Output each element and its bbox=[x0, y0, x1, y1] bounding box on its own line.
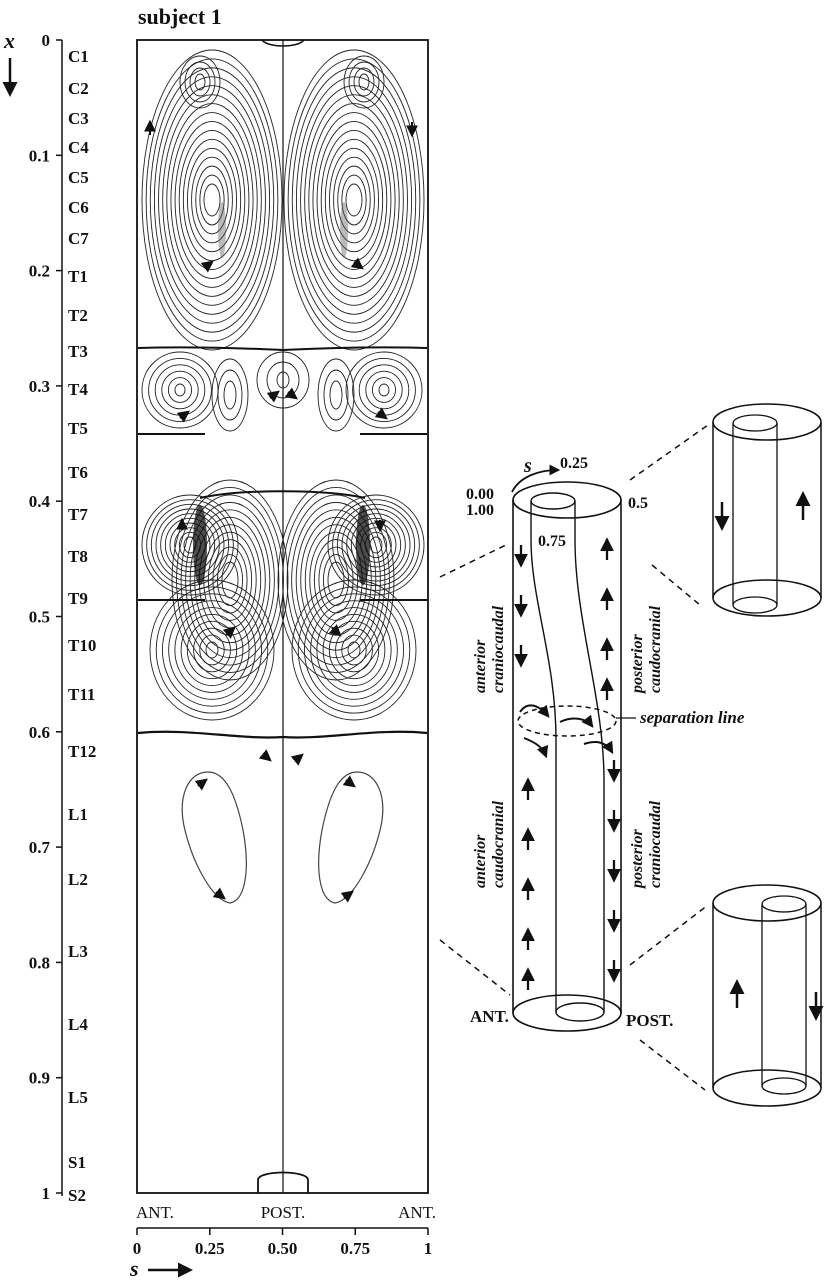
x-tick-label: 0.6 bbox=[29, 723, 50, 742]
vertebra-label: T2 bbox=[68, 306, 88, 325]
s-value-050: 0.5 bbox=[628, 495, 648, 512]
s-tick-label: 0.75 bbox=[340, 1239, 370, 1258]
region-label-ant-left: ANT. bbox=[136, 1203, 174, 1222]
label-posterior-bottom-1: posterior bbox=[629, 829, 646, 890]
x-tick-label: 0.4 bbox=[29, 492, 51, 511]
x-axis-symbol: x bbox=[3, 28, 15, 53]
vertebra-label: C7 bbox=[68, 229, 89, 248]
x-tick-label: 0.8 bbox=[29, 953, 50, 972]
label-posterior-bottom-2: craniocaudal bbox=[647, 800, 664, 888]
s-axis-symbol: s bbox=[129, 1256, 139, 1280]
x-axis: x 0 0.1 0.2 0.3 0.4 0.5 0.6 0.7 0.8 0.9 1 C1C2C3C4… bbox=[2, 28, 96, 1205]
vertebra-label: L3 bbox=[68, 942, 88, 961]
label-post: POST. bbox=[626, 1011, 673, 1030]
vertebra-label: T5 bbox=[68, 419, 88, 438]
boundary-upper bbox=[137, 346, 428, 352]
x-tick-label: 0.3 bbox=[29, 377, 50, 396]
x-tick-label: 0.5 bbox=[29, 608, 50, 627]
label-separation-line: separation line bbox=[639, 708, 745, 727]
label-anterior-bottom-2: caudocranial bbox=[490, 800, 507, 888]
s-value-075: 0.75 bbox=[538, 533, 566, 550]
vertebra-label: T10 bbox=[68, 636, 96, 655]
s-value-100: 1.00 bbox=[466, 502, 494, 519]
vertebra-label: T1 bbox=[68, 267, 88, 286]
s-tick-label: 0.50 bbox=[268, 1239, 298, 1258]
bottom-cap bbox=[257, 1171, 309, 1193]
label-posterior-top-2: caudocranial bbox=[647, 605, 664, 693]
vertebra-label: T7 bbox=[68, 505, 88, 524]
vertebra-label: T6 bbox=[68, 463, 88, 482]
vertebra-label: S1 bbox=[68, 1153, 86, 1172]
inset-cylinder-bottom bbox=[712, 884, 824, 1107]
schematic-s-symbol: s bbox=[523, 455, 532, 477]
vertebra-label: T8 bbox=[68, 547, 88, 566]
vertebra-label: T12 bbox=[68, 742, 96, 761]
s-value-025: 0.25 bbox=[560, 455, 588, 472]
x-tick-label: 0.2 bbox=[29, 262, 50, 281]
s-value-000: 0.00 bbox=[466, 486, 494, 503]
vertebra-label: T11 bbox=[68, 685, 95, 704]
lower-loop-right bbox=[318, 771, 384, 904]
vertebra-label: L2 bbox=[68, 870, 88, 889]
vertebra-label: T9 bbox=[68, 589, 88, 608]
cylinder-schematic: s 0.00 1.00 0.25 0.5 0.75 anterior crani… bbox=[439, 403, 824, 1107]
vertebra-label: C6 bbox=[68, 198, 89, 217]
s-axis: ANT. POST. ANT. 0 0.25 0.50 0.75 1 s bbox=[129, 1203, 436, 1280]
vertebra-label: T4 bbox=[68, 380, 88, 399]
x-tick-label: 0 bbox=[42, 31, 51, 50]
vertebra-label: C2 bbox=[68, 79, 89, 98]
vertebra-label: C3 bbox=[68, 109, 89, 128]
flow-arrows bbox=[144, 119, 418, 903]
vertebra-label: L1 bbox=[68, 805, 88, 824]
label-anterior-bottom-1: anterior bbox=[472, 834, 489, 888]
s-tick-label: 0.25 bbox=[195, 1239, 225, 1258]
label-ant: ANT. bbox=[470, 1007, 509, 1026]
label-anterior-top-1: anterior bbox=[472, 639, 489, 693]
vertebra-label: S2 bbox=[68, 1186, 86, 1205]
separation-boundary bbox=[137, 730, 428, 739]
streamline-contours bbox=[141, 49, 425, 721]
region-label-ant-right: ANT. bbox=[398, 1203, 436, 1222]
boundary-t7 bbox=[199, 490, 366, 499]
vertebra-label: T3 bbox=[68, 342, 88, 361]
region-label-post: POST. bbox=[261, 1203, 306, 1222]
inset-cylinder-top bbox=[712, 403, 822, 617]
x-tick-label: 0.9 bbox=[29, 1069, 50, 1088]
vertebra-label: C4 bbox=[68, 138, 89, 157]
vertebra-label: L4 bbox=[68, 1015, 88, 1034]
vertebra-label: C5 bbox=[68, 168, 89, 187]
label-anterior-top-2: craniocaudal bbox=[490, 605, 507, 693]
vertebra-label: L5 bbox=[68, 1088, 88, 1107]
label-posterior-top-1: posterior bbox=[629, 634, 646, 695]
x-tick-label: 0.1 bbox=[29, 146, 50, 165]
s-tick-label: 0 bbox=[133, 1239, 142, 1258]
figure-title: subject 1 bbox=[138, 4, 222, 29]
vertebra-label: C1 bbox=[68, 47, 89, 66]
top-cap bbox=[261, 39, 305, 47]
x-tick-label: 1 bbox=[42, 1184, 51, 1203]
x-tick-label: 0.7 bbox=[29, 838, 51, 857]
streamline-plot bbox=[136, 39, 429, 1194]
lower-loop-left bbox=[181, 771, 247, 904]
s-tick-label: 1 bbox=[424, 1239, 433, 1258]
